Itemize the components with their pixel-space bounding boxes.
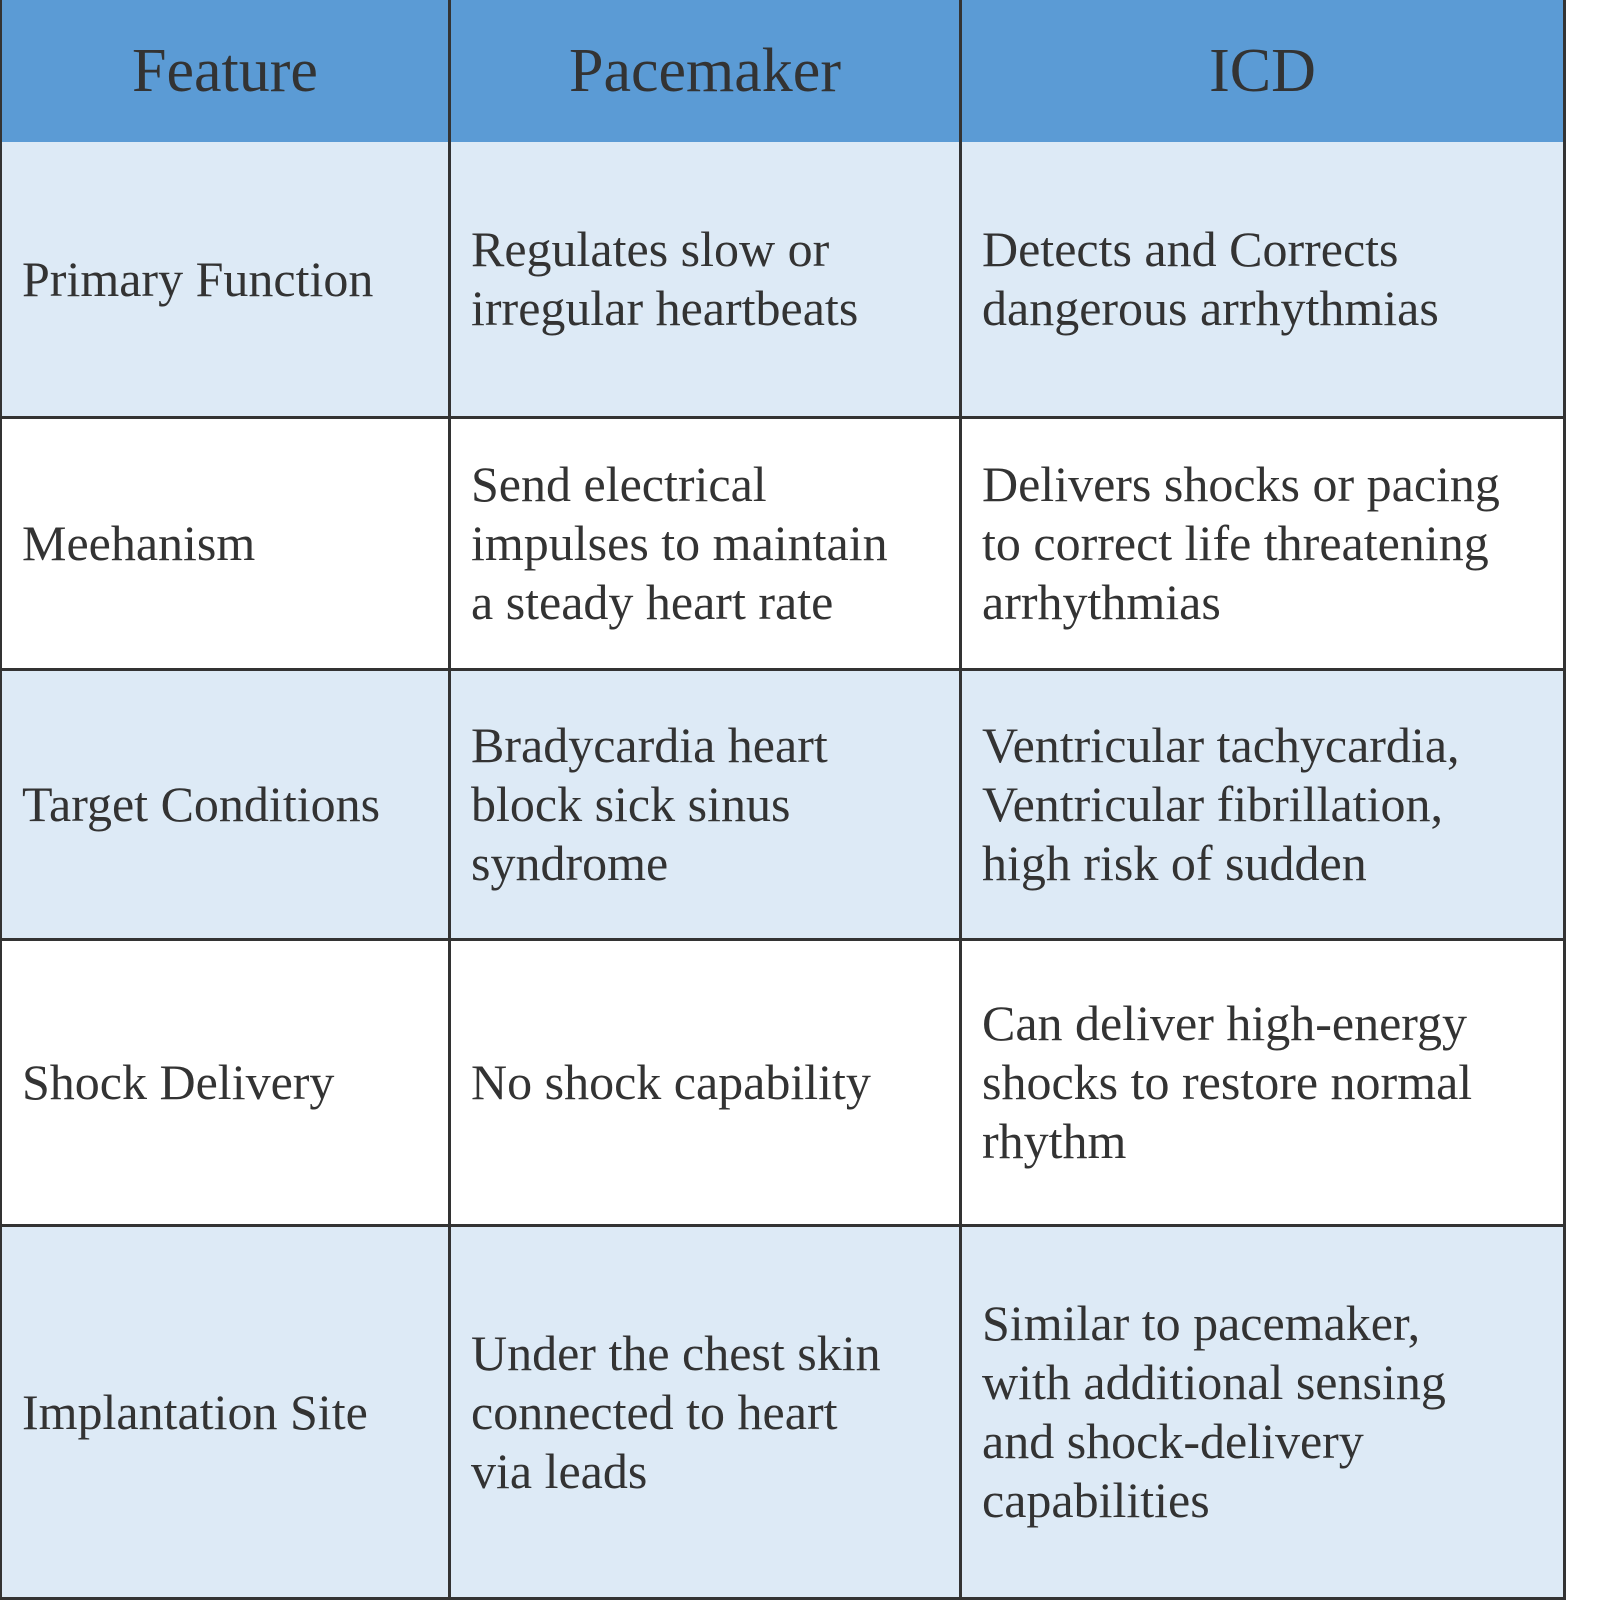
cell-text-line: Delivers shocks or pacing xyxy=(982,456,1500,512)
header-icd: ICD xyxy=(962,0,1566,142)
cell-text-line: Send electrical xyxy=(471,456,767,512)
table-cell-feature: Implantation Site xyxy=(0,1227,451,1600)
cell-text-line: irregular heartbeats xyxy=(471,280,859,336)
cell-text-line: Implantation Site xyxy=(22,1383,368,1440)
cell-text-line: with additional sensing xyxy=(982,1354,1446,1410)
table-cell-feature: Meehanism xyxy=(0,419,451,671)
header-pacemaker: Pacemaker xyxy=(451,0,962,142)
cell-text-line: arrhythmias xyxy=(982,574,1221,630)
cell-text-line: syndrome xyxy=(471,835,669,891)
cell-text-line: Meehanism xyxy=(22,515,256,571)
cell-text-line: capabilities xyxy=(982,1472,1210,1528)
header-feature: Feature xyxy=(0,0,451,142)
cell-text-line: shocks to restore normal xyxy=(982,1054,1473,1110)
cell-text-line: to correct life threatening xyxy=(982,515,1489,571)
comparison-table: Feature Pacemaker ICD Primary Function Re… xyxy=(0,0,1566,1600)
cell-text-line: No shock capability xyxy=(471,1054,871,1110)
table-cell-icd: Similar to pacemaker,with additional sen… xyxy=(962,1227,1566,1600)
cell-text-line: Target Conditions xyxy=(22,776,381,832)
cell-text-line: rhythm xyxy=(982,1113,1127,1169)
cell-text-line: connected to heart xyxy=(471,1383,838,1440)
cell-text-line: Shock Delivery xyxy=(22,1054,335,1110)
cell-text-line: Ventricular tachycardia, xyxy=(982,717,1460,773)
cell-text-line: high risk of sudden xyxy=(982,835,1367,891)
table-cell-feature: Primary Function xyxy=(0,142,451,419)
cell-text-line: Under the chest skin xyxy=(471,1324,881,1381)
cell-text-line: Can deliver high-energy xyxy=(982,995,1468,1051)
cell-text-line: block sick sinus xyxy=(471,776,791,832)
cell-text-line: and shock-delivery xyxy=(982,1413,1364,1469)
table-cell-feature: Shock Delivery xyxy=(0,941,451,1227)
table-cell-pacemaker: No shock capability xyxy=(451,941,962,1227)
cell-text-line: via leads xyxy=(471,1442,648,1499)
cell-text-line: Regulates slow or xyxy=(471,221,830,277)
cell-text-line: Similar to pacemaker, xyxy=(982,1295,1421,1351)
cell-text-line: Detects and Corrects xyxy=(982,221,1399,277)
cell-text-line: Ventricular fibrillation, xyxy=(982,776,1443,832)
table-cell-feature: Target Conditions xyxy=(0,671,451,941)
cell-text-line: impulses to maintain xyxy=(471,515,888,571)
table-cell-icd: Ventricular tachycardia,Ventricular fibr… xyxy=(962,671,1566,941)
cell-text-line: dangerous arrhythmias xyxy=(982,280,1439,336)
cell-text-line: Bradycardia heart xyxy=(471,717,828,773)
cell-text-line: Primary Function xyxy=(22,250,374,307)
cell-text-line: a steady heart rate xyxy=(471,574,834,630)
